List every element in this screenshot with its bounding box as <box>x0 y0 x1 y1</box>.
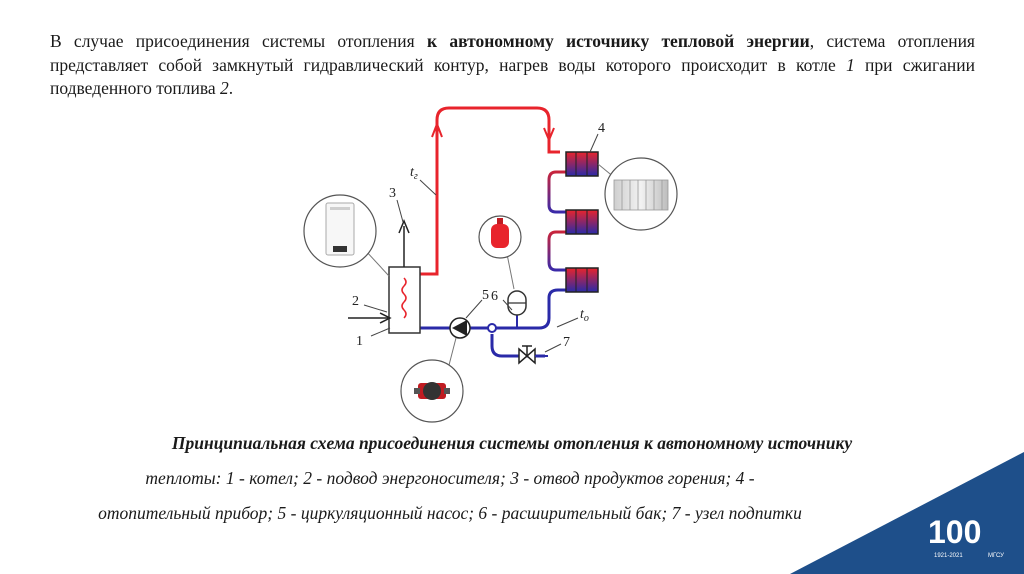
riser-pipes <box>547 170 566 272</box>
label-7: 7 <box>563 335 570 350</box>
expansion-tank <box>507 290 527 328</box>
t-supply-sub: г <box>414 171 418 182</box>
label-t-supply: tг <box>410 165 418 182</box>
logo-100: 100 <box>928 514 981 550</box>
radiator-photo-callout <box>597 157 678 231</box>
boiler <box>388 266 421 334</box>
fuel-input-arrow <box>348 312 392 324</box>
leader-lines <box>363 133 599 353</box>
label-5: 5 <box>482 288 489 303</box>
boiler-photo-callout <box>303 194 390 277</box>
intro-bold: к автономному источнику тепловой энергии <box>426 31 810 51</box>
intro-text-2: , система отопления представляет собой з… <box>50 31 975 75</box>
tank-photo-callout <box>478 215 522 290</box>
intro-num-2: 2 <box>220 78 229 98</box>
exhaust-arrow <box>398 219 410 267</box>
caption-line-1: теплоты: 1 - котел; 2 - подвод энергонос… <box>145 468 755 488</box>
supply-arrow-down <box>543 127 555 143</box>
t-supply-main: t <box>410 165 415 180</box>
makeup-valve <box>518 345 548 365</box>
label-t-return: tо <box>580 307 589 324</box>
caption-title: Принципиальная схема присоединения систе… <box>171 433 853 453</box>
circulation-pump <box>449 317 471 339</box>
intro-num-1: 1 <box>846 54 855 75</box>
logo-org: МГСУ <box>988 553 1004 559</box>
logo-years: 1921-2021 <box>934 553 963 559</box>
corner-logo: 100 1921-2021 МГСУ <box>790 452 1024 574</box>
pipe-junction <box>487 323 497 333</box>
t-return-sub: о <box>584 313 589 324</box>
radiator-3 <box>565 267 599 293</box>
label-3: 3 <box>389 186 396 201</box>
intro-text-3: при сжигании подведенного топлива <box>50 54 975 99</box>
supply-arrow-up <box>431 121 443 138</box>
label-4: 4 <box>598 121 605 136</box>
intro-text-4: . <box>228 78 234 98</box>
intro-paragraph: В случае присоединения системы отопления… <box>50 30 975 101</box>
label-2: 2 <box>352 294 359 309</box>
supply-pipe <box>418 106 560 276</box>
radiator-1 <box>565 151 599 177</box>
label-6: 6 <box>491 289 498 304</box>
intro-text-1: В случае присоединения системы отопления <box>50 31 427 51</box>
label-1: 1 <box>356 334 363 349</box>
pump-photo-callout <box>400 337 464 423</box>
t-return-main: t <box>580 307 585 322</box>
caption-line-2: отопительный прибор; 5 - циркуляционный … <box>98 503 802 523</box>
radiator-2 <box>565 209 599 235</box>
return-pipe <box>418 288 566 358</box>
